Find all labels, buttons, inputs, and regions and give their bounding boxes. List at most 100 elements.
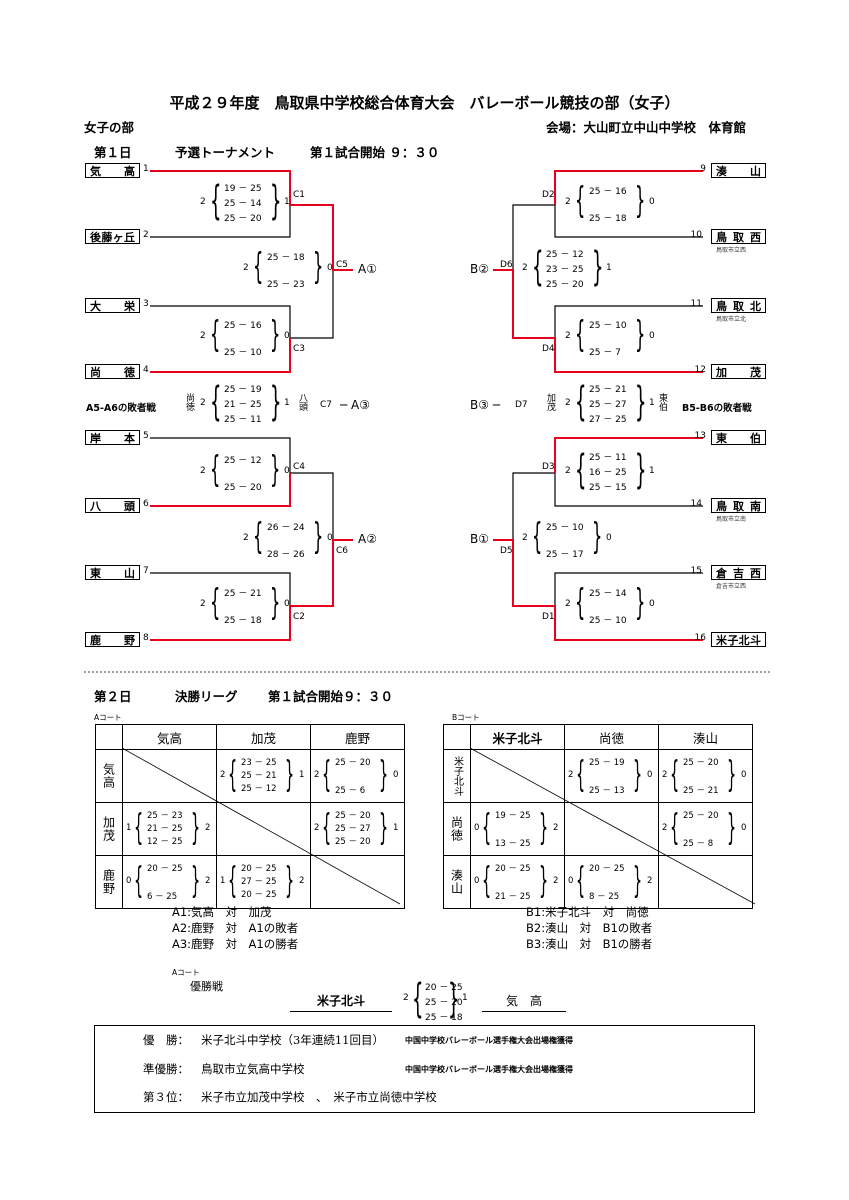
brace-left-icon: {: [210, 178, 222, 224]
loser-team-1: 加茂: [545, 393, 555, 411]
set-score: 23 － 25: [241, 758, 277, 768]
match-left-sets: 2: [200, 466, 206, 476]
left-score: 2: [662, 823, 668, 833]
venue: 会場：大山町立中山中学校 体育館: [546, 120, 747, 135]
brace-left-icon: {: [482, 807, 492, 848]
set-score: 25 － 15: [589, 483, 627, 493]
set-score: 25 － 10: [224, 348, 262, 358]
right-score: 0: [741, 823, 747, 833]
team-box-right: 湊山: [711, 163, 766, 178]
set-score: 25 － 8: [683, 839, 714, 849]
team-box-left: 尚徳: [85, 364, 140, 379]
set-score: 25 － 12: [224, 456, 262, 466]
team-box-right: 鳥取南: [711, 498, 766, 513]
set-score: 25 － 18: [267, 253, 305, 263]
brace-right-icon: }: [270, 449, 281, 490]
brace-left-icon: {: [670, 807, 680, 848]
match-label: D4: [542, 344, 555, 354]
match-right-sets: 0: [606, 533, 612, 543]
brace-right-icon: }: [379, 754, 389, 795]
left-score: 2: [314, 770, 320, 780]
results-box: 優 勝： 米子北斗中学校（3年連続11回目） 中国中学校バレーボール選手権大会出…: [94, 1025, 755, 1113]
column-header: 米子北斗: [492, 730, 543, 746]
match-left-sets: 2: [200, 398, 206, 408]
day1-start: 第１試合開始 ９：３０: [310, 145, 440, 160]
set-score: 20 － 25: [425, 983, 463, 993]
set-score: 25 － 20: [546, 280, 584, 290]
set-score: 25 － 14: [224, 199, 262, 209]
set-score: 25 － 13: [589, 786, 625, 796]
schedule-a2: A2:鹿野 対 A1の敗者: [172, 921, 299, 935]
set-score: 25 － 6: [335, 786, 366, 796]
row-header: 湊山: [449, 869, 464, 895]
set-score: 27 － 25: [241, 877, 277, 887]
result-2-note: 中国中学校バレーボール選手権大会出場権獲得: [405, 1065, 573, 1074]
seed-a2: A②: [358, 532, 377, 546]
set-score: 20 － 25: [495, 864, 531, 874]
match-right-sets: 0: [649, 197, 655, 207]
loser-team-1: 尚徳: [184, 393, 194, 411]
team-number: 14: [690, 499, 702, 509]
match-left-sets: 2: [522, 533, 528, 543]
brace-right-icon: }: [270, 379, 282, 425]
table-row: 気高加茂鹿野: [95, 724, 405, 750]
match-left-sets: 2: [200, 599, 206, 609]
match-label: C4: [293, 462, 306, 472]
left-score: 0: [474, 876, 480, 886]
team-number: 13: [694, 431, 706, 441]
seed-a1: A①: [358, 262, 377, 276]
left-score: 2: [220, 770, 226, 780]
match-right-sets: 0: [284, 466, 290, 476]
brace-left-icon: {: [575, 447, 587, 493]
set-score: 8 － 25: [589, 892, 620, 902]
set-score: 25 － 18: [589, 214, 627, 224]
table-cell: 尚徳: [443, 802, 471, 856]
team-box-right: 加茂: [711, 364, 766, 379]
set-score: 12 － 25: [147, 837, 183, 847]
match-left-sets: 2: [565, 466, 571, 476]
set-score: 25 － 11: [589, 453, 627, 463]
brace-left-icon: {: [228, 754, 238, 795]
team-box-left: 鹿野: [85, 632, 140, 647]
table-cell: [564, 802, 659, 856]
set-score: 25 － 21: [224, 589, 262, 599]
table-cell: 気高: [95, 749, 123, 803]
set-score: 25 － 20: [425, 998, 463, 1008]
team-sub-label: 鳥取市立西: [716, 247, 747, 254]
left-score: 2: [568, 770, 574, 780]
brace-right-icon: }: [270, 582, 281, 623]
match-label: D1: [542, 612, 555, 622]
brace-right-icon: }: [313, 246, 324, 287]
loser-match-a: A5-A6の敗者戦: [86, 403, 156, 414]
match-label: D6: [500, 260, 513, 270]
team-box-right: 鳥取西: [711, 229, 766, 244]
team-box-left: 後藤ヶ丘: [85, 229, 140, 244]
team-sub-label: 倉吉市立西: [716, 583, 747, 590]
team-box-left: 東山: [85, 565, 140, 580]
set-score: 25 － 21: [589, 385, 627, 395]
set-score: 25 － 12: [241, 784, 277, 794]
row-header: 加茂: [101, 816, 116, 842]
set-score: 20 － 25: [147, 864, 183, 874]
set-score: 25 － 17: [546, 550, 584, 560]
brace-left-icon: {: [210, 449, 221, 490]
set-score: 23 － 25: [546, 265, 584, 275]
team-number: 10: [690, 230, 702, 240]
brace-left-icon: {: [575, 582, 586, 623]
match-label: D3: [542, 462, 555, 472]
table-cell: [443, 724, 471, 750]
set-score: 19 － 25: [224, 184, 262, 194]
match-label: C1: [293, 190, 306, 200]
table-cell: [658, 855, 753, 909]
set-score: 16 － 25: [589, 468, 627, 478]
table-cell: 加茂: [216, 724, 311, 750]
